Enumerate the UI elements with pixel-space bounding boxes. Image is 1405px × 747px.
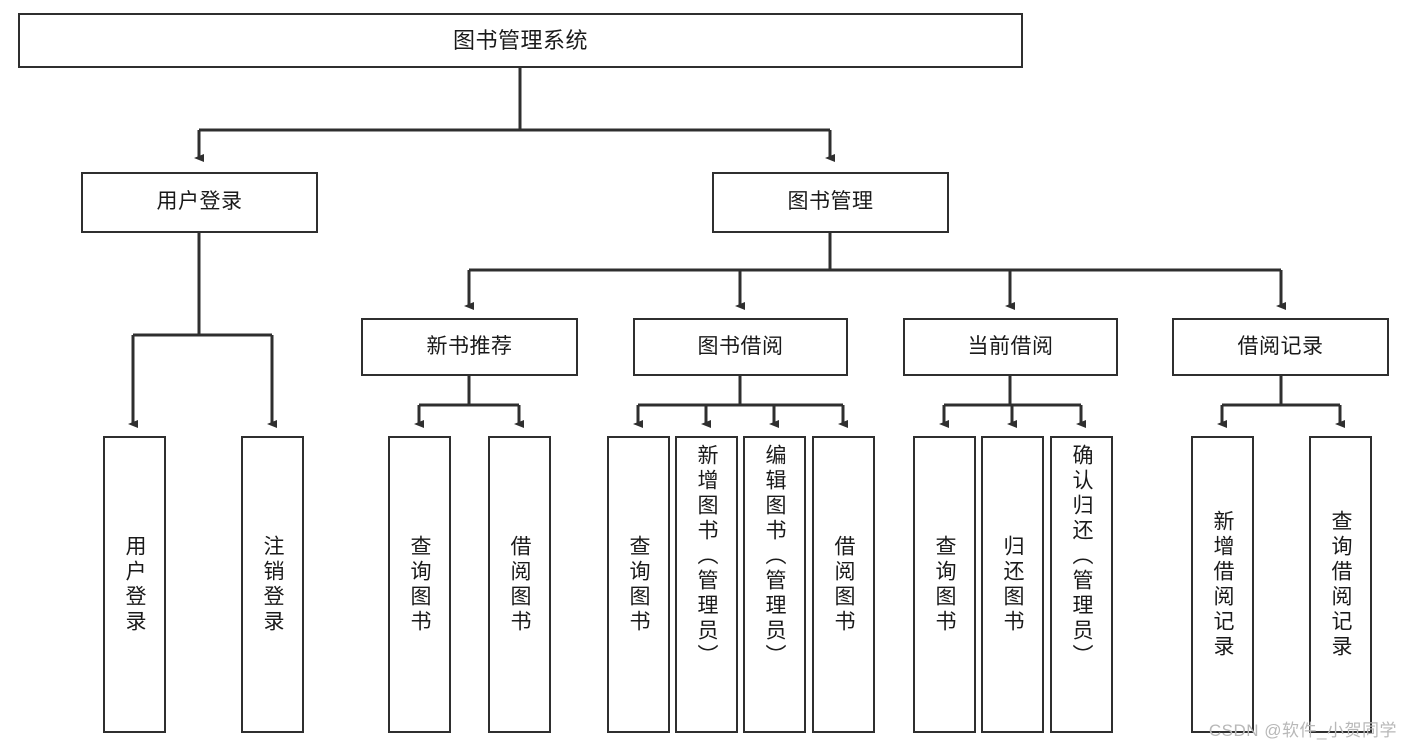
node-leaf-return-book-label: 归还图书 xyxy=(1001,534,1024,635)
node-leaf-add-book-admin-label: 新增图书（管理员） xyxy=(695,444,718,669)
node-borrow-records-label: 借阅记录 xyxy=(1237,334,1324,358)
node-leaf-add-borrow-record[interactable]: 新增借阅记录 xyxy=(1191,436,1254,733)
node-leaf-query-book-current[interactable]: 查询图书 xyxy=(913,436,976,733)
node-borrow-records[interactable]: 借阅记录 xyxy=(1172,318,1389,376)
node-current-borrow-label: 当前借阅 xyxy=(967,334,1054,358)
node-leaf-query-borrow-record-label: 查询借阅记录 xyxy=(1329,509,1352,660)
node-new-book-recommend-label: 新书推荐 xyxy=(426,334,513,358)
node-current-borrow[interactable]: 当前借阅 xyxy=(903,318,1118,376)
node-book-borrow-label: 图书借阅 xyxy=(697,334,784,358)
node-leaf-query-book-new[interactable]: 查询图书 xyxy=(388,436,451,733)
node-user-login[interactable]: 用户登录 xyxy=(81,172,318,233)
node-leaf-logout-label: 注销登录 xyxy=(261,534,284,635)
node-root-label: 图书管理系统 xyxy=(452,27,588,53)
node-leaf-query-book-borrow-label: 查询图书 xyxy=(627,534,650,635)
node-leaf-add-book-admin[interactable]: 新增图书（管理员） xyxy=(675,436,738,733)
node-leaf-edit-book-admin-label: 编辑图书（管理员） xyxy=(763,444,786,669)
node-new-book-recommend[interactable]: 新书推荐 xyxy=(361,318,578,376)
node-leaf-query-book-current-label: 查询图书 xyxy=(933,534,956,635)
node-leaf-query-borrow-record[interactable]: 查询借阅记录 xyxy=(1309,436,1372,733)
node-leaf-query-book-new-label: 查询图书 xyxy=(408,534,431,635)
node-book-borrow[interactable]: 图书借阅 xyxy=(633,318,848,376)
node-leaf-user-login-label: 用户登录 xyxy=(123,534,146,635)
node-leaf-query-book-borrow[interactable]: 查询图书 xyxy=(607,436,670,733)
node-leaf-user-login[interactable]: 用户登录 xyxy=(103,436,166,733)
node-leaf-borrow-book-new[interactable]: 借阅图书 xyxy=(488,436,551,733)
node-leaf-edit-book-admin[interactable]: 编辑图书（管理员） xyxy=(743,436,806,733)
node-book-management[interactable]: 图书管理 xyxy=(712,172,949,233)
node-book-management-label: 图书管理 xyxy=(787,190,874,214)
node-root[interactable]: 图书管理系统 xyxy=(18,13,1023,68)
node-leaf-confirm-return-admin[interactable]: 确认归还（管理员） xyxy=(1050,436,1113,733)
node-leaf-borrow-book-new-label: 借阅图书 xyxy=(508,534,531,635)
node-leaf-borrow-book-label: 借阅图书 xyxy=(832,534,855,635)
node-leaf-add-borrow-record-label: 新增借阅记录 xyxy=(1211,509,1234,660)
node-leaf-borrow-book[interactable]: 借阅图书 xyxy=(812,436,875,733)
node-leaf-confirm-return-admin-label: 确认归还（管理员） xyxy=(1070,444,1093,669)
node-user-login-label: 用户登录 xyxy=(156,190,243,214)
node-leaf-logout[interactable]: 注销登录 xyxy=(241,436,304,733)
node-leaf-return-book[interactable]: 归还图书 xyxy=(981,436,1044,733)
